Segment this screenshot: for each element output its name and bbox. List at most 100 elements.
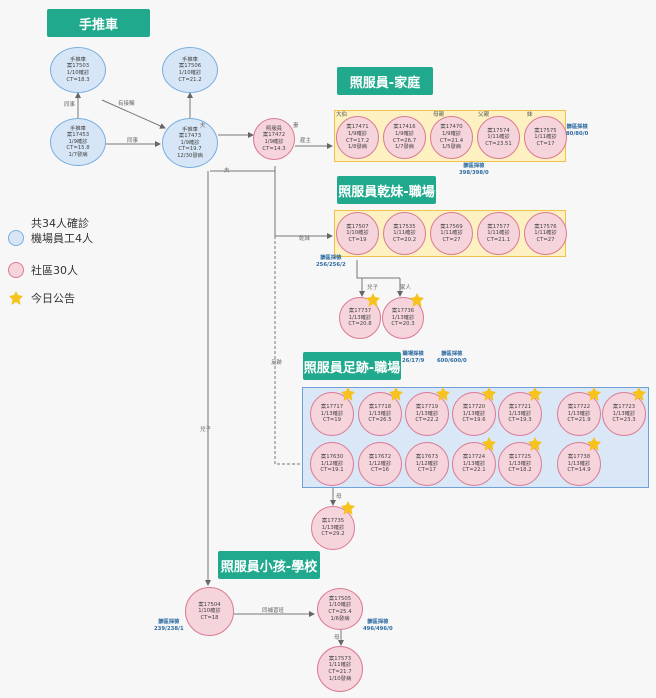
case-node-line: 案17672 [368,454,392,461]
legend-total: 共34人確診 [31,217,89,230]
case-node-line: 案17574 [487,127,510,134]
screening-title: 篩區採檢 [441,351,463,357]
case-node-line: 1/13確診 [321,524,345,531]
header-cart: 手推車 [47,9,150,37]
screening-title: 篩區採檢 [367,619,389,625]
star-icon [366,293,380,307]
case-node-line: 案17717 [320,404,344,411]
relation-label: 母 [336,494,342,500]
case-node-line: 案17576 [534,223,557,230]
case-node-line: 案17723 [612,404,636,411]
case-node-line: CT=26.5 [368,417,392,424]
case-node-line: CT=21.1 [486,236,511,243]
case-node-line: 案17577 [487,223,510,230]
case-node-line: 案17507 [346,223,369,230]
role-label: 妹 [527,112,533,118]
screening-work-zone: 職場採檢 26/17/9 [402,351,424,365]
case-node-line: 案17471 [346,124,369,131]
case-node-line: CT=17.2 [345,137,370,144]
case-node-line: 1/10確診 [346,230,369,237]
case-node-line: CT=27 [442,236,461,243]
relation-label: 雇主 [300,138,312,144]
case-node-line: 1/10發病 [328,675,352,682]
case-node-line: CT=19.1 [320,467,344,474]
case-node-line: 案17569 [440,223,463,230]
screening-footprint: 篩區採檢 600/600/0 [437,351,467,365]
case-node-line: 1/12確診 [415,460,439,467]
case-node-line: 案17506 [178,63,202,70]
star-icon [528,437,542,451]
screening-value: 80/80/0 [566,131,589,137]
star-icon [482,437,496,451]
relation-label: 兒子 [367,285,379,291]
screening-title: 職場採檢 [402,351,424,357]
star-icon [632,387,646,401]
case-node-line: 1/13確診 [508,460,532,467]
relation-label: 同補習班 [262,608,285,614]
role-label: 父親 [478,112,490,118]
case-node-line: CT=19 [348,236,367,243]
case-node-line: 1/7發病 [68,151,88,158]
case-node-line: CT=17 [417,467,437,474]
case-node-line: CT=22.2 [415,417,439,424]
case-node-line: 1/13確診 [612,410,636,417]
case-node-line: CT=23.51 [485,140,512,147]
screening-value: 256/256/2 [316,262,346,268]
case-node-line: 案17724 [462,454,486,461]
legend-staff: 機場員工4人 [31,232,93,245]
case-node-line: 1/10確診 [198,608,221,615]
case-node-line: CT=19.6 [462,417,486,424]
case-node-line: 手推車 [182,126,198,133]
case-node-line: 案17719 [415,404,439,411]
case-node-line: 1/13確診 [567,460,591,467]
case-node-line: 1/13確診 [348,314,372,321]
case-node-line: 手推車 [70,125,86,132]
case-node-line: 手推車 [70,56,86,63]
star-icon [587,387,601,401]
legend-today: 今日公告 [31,292,75,305]
case-node-line: CT=18.3 [66,76,90,83]
case-node-line: 案17470 [440,124,463,131]
case-node-line: 案17630 [320,454,344,461]
screening-title: 篩區採檢 [463,163,485,169]
case-node-line: CT=22.1 [462,467,486,474]
case-node-line: 案17718 [368,404,392,411]
case-node-line: 案17453 [66,132,90,139]
legend-star-icon [9,291,23,305]
case-node-line: CT=19.3 [508,417,532,424]
relation-label: 乾妹 [299,236,311,242]
